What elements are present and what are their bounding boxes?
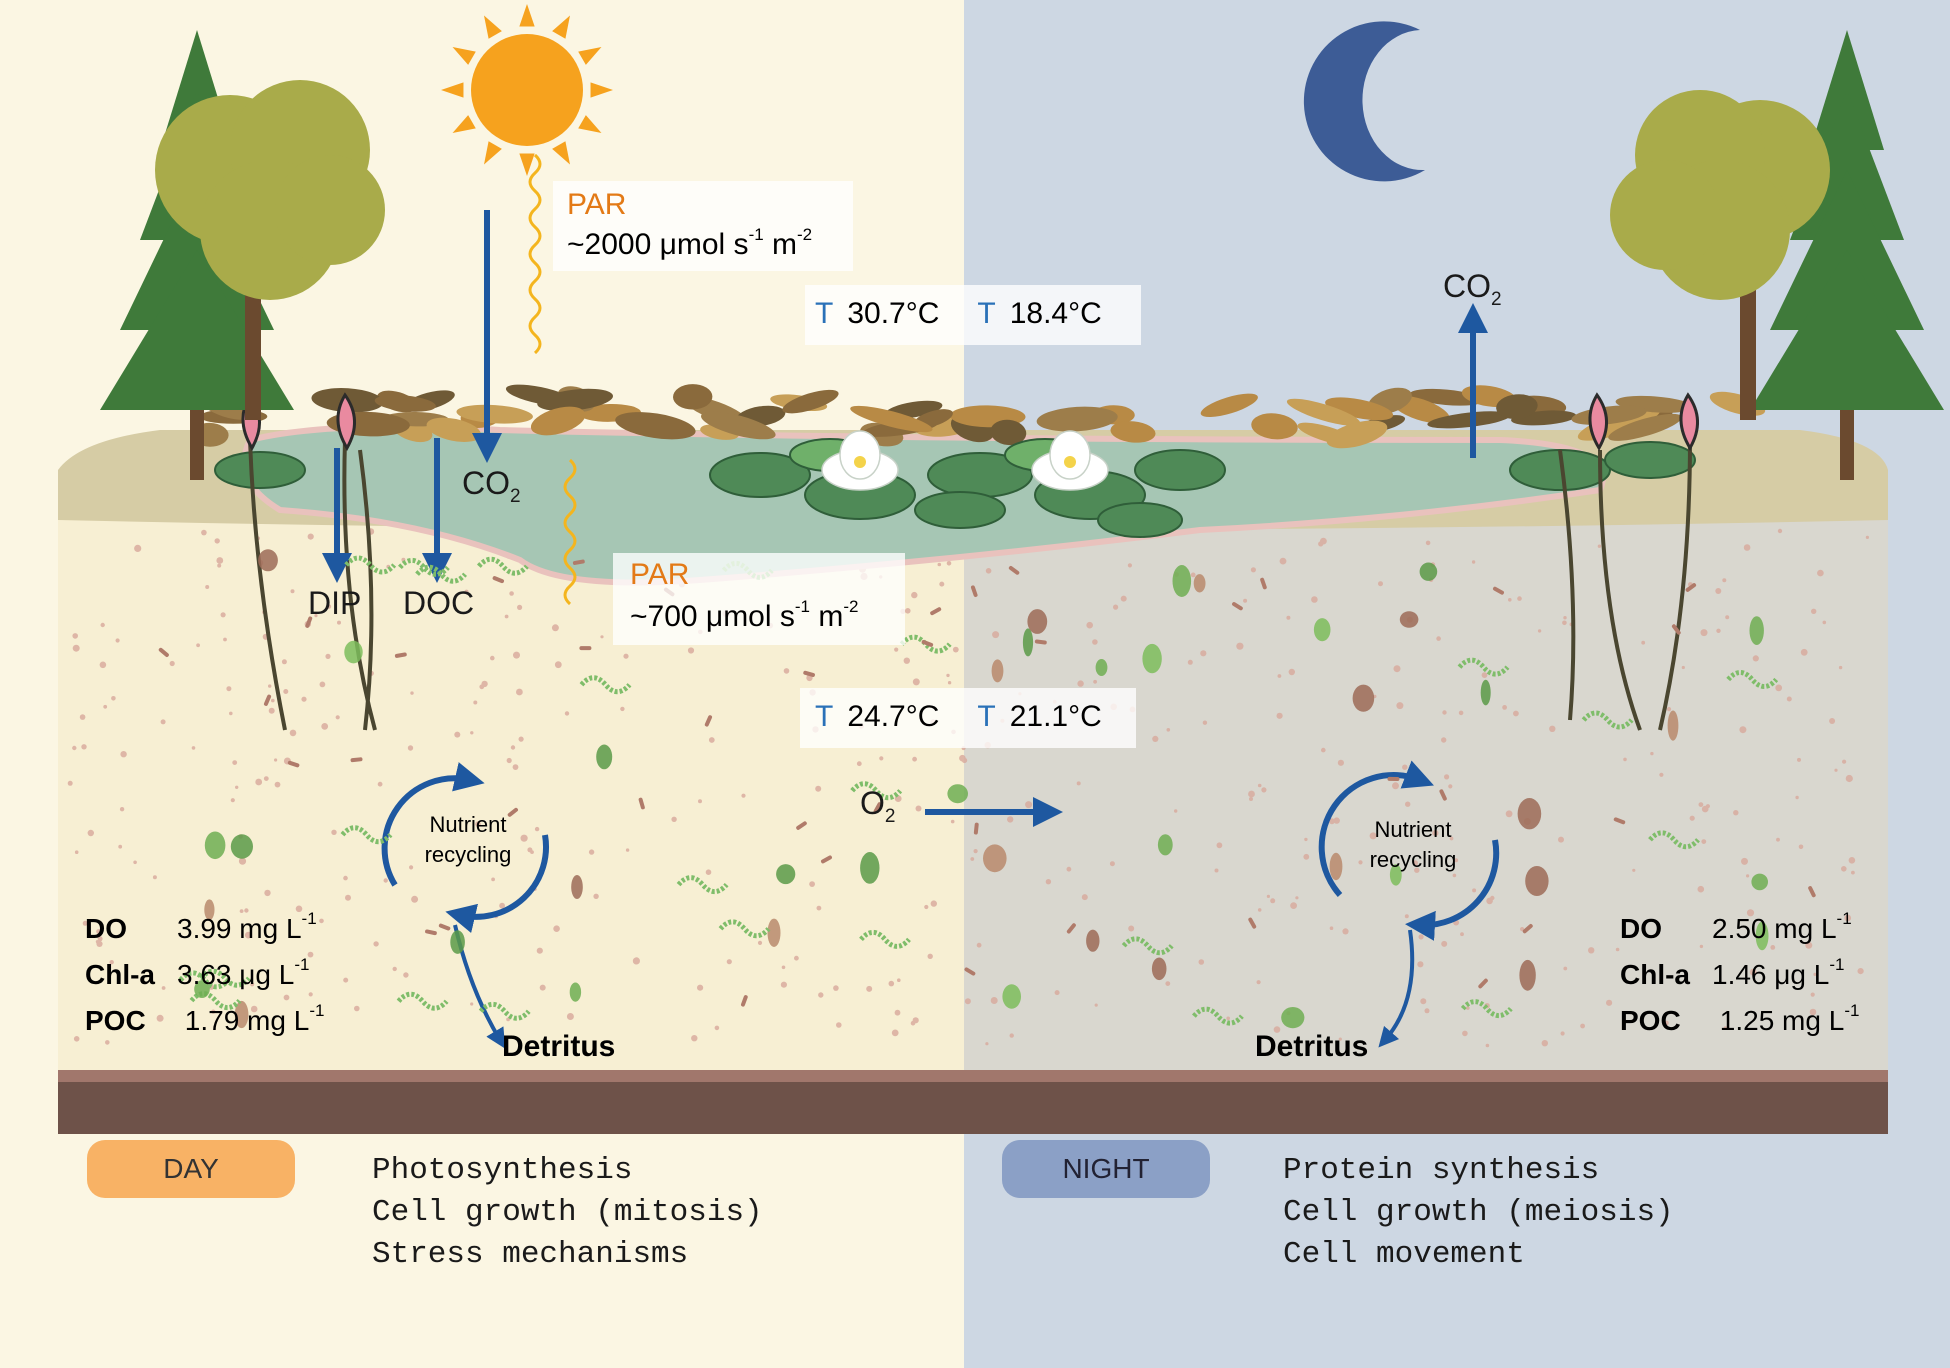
process-item: Cell growth (mitosis) <box>372 1195 763 1230</box>
temp-depth-row: T 24.7°C T 21.1°C <box>815 700 1102 733</box>
par-surface-box <box>553 181 853 271</box>
temp-depth-box <box>800 688 1136 748</box>
co2-out-label: CO2 <box>1443 268 1502 310</box>
temp-depth-day: 24.7°C <box>847 700 940 733</box>
sun-icon <box>441 4 613 176</box>
process-item: Photosynthesis <box>372 1153 633 1188</box>
light-ray-deep <box>563 458 577 606</box>
process-item: Cell growth (meiosis) <box>1283 1195 1674 1230</box>
temp-surface-day: 30.7°C <box>847 297 940 330</box>
par-surface-value: ~2000 μmol s-1 m-2 <box>567 225 813 261</box>
param-row: POC 1.79 mg L-1 <box>85 1001 325 1036</box>
light-ray-surface <box>528 153 542 355</box>
par-depth-box <box>613 553 905 645</box>
tree-icon <box>1610 30 1944 480</box>
particle-dots <box>67 527 1869 1048</box>
day-processes: Photosynthesis Cell growth (mitosis) Str… <box>372 1150 763 1276</box>
par-surface-title: PAR <box>567 188 627 221</box>
dip-label: DIP <box>308 585 362 621</box>
night-processes: Protein synthesis Cell growth (meiosis) … <box>1283 1150 1674 1276</box>
moon-icon <box>1303 21 1425 182</box>
water-lily-icon <box>821 430 1109 491</box>
nutrient-cycle-night <box>1318 760 1500 1048</box>
par-depth-title: PAR <box>630 558 690 591</box>
co2-in-label: CO2 <box>462 465 521 507</box>
temp-surface-night: 18.4°C <box>1009 297 1102 330</box>
temp-surface-row: T 30.7°C T 18.4°C <box>815 297 1102 330</box>
lotus-plants <box>241 392 1699 731</box>
temp-depth-night: 21.1°C <box>1009 700 1102 733</box>
detritus-day: Detritus <box>502 1030 616 1063</box>
detritus-night: Detritus <box>1255 1030 1369 1063</box>
soil-layer <box>58 1082 1888 1134</box>
process-item: Protein synthesis <box>1283 1153 1600 1188</box>
doc-label: DOC <box>403 585 475 621</box>
process-item: Stress mechanisms <box>372 1237 689 1272</box>
night-label: NIGHT <box>1002 1140 1210 1198</box>
sediment-layer <box>58 1070 1888 1082</box>
temp-surface-box <box>805 285 1141 345</box>
microorganism-icon <box>158 549 1816 1029</box>
o2-label: O2 <box>860 785 896 827</box>
process-item: Cell movement <box>1283 1237 1525 1272</box>
par-depth-value: ~700 μmol s-1 m-2 <box>630 597 859 633</box>
day-label: DAY <box>87 1140 295 1198</box>
param-row: POC 1.25 mg L-1 <box>1620 1001 1860 1036</box>
tree-icon <box>100 30 385 480</box>
